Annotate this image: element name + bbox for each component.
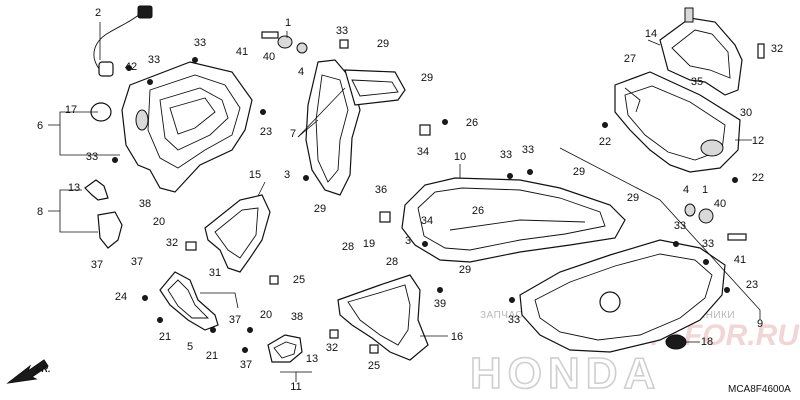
callout-33: 33 xyxy=(500,149,512,161)
front-direction-arrow: FR. xyxy=(6,359,51,384)
part-left-bracket xyxy=(204,194,271,273)
callout-29: 29 xyxy=(573,166,585,178)
callout-41: 41 xyxy=(734,254,746,266)
callout-32: 32 xyxy=(326,342,338,354)
part-center-cowl xyxy=(401,177,626,263)
callout-37: 37 xyxy=(91,259,103,271)
callout-33: 33 xyxy=(522,144,534,156)
callout-41: 41 xyxy=(236,46,248,58)
callout-31: 31 xyxy=(209,267,221,279)
callout-13: 13 xyxy=(68,182,80,194)
callout-28: 28 xyxy=(386,256,398,268)
part-small-bracket xyxy=(84,179,123,249)
callout-18: 18 xyxy=(701,336,713,348)
callout-26: 26 xyxy=(466,117,478,129)
callout-29: 29 xyxy=(377,38,389,50)
part-lower-cover xyxy=(519,239,726,353)
callout-23: 23 xyxy=(746,279,758,291)
callout-15: 15 xyxy=(249,169,261,181)
callout-24: 24 xyxy=(115,291,127,303)
callout-29: 29 xyxy=(459,264,471,276)
callout-9: 9 xyxy=(757,318,763,330)
callout-30: 30 xyxy=(740,107,752,119)
callout-25: 25 xyxy=(368,360,380,372)
callout-37: 37 xyxy=(240,359,252,371)
callout-33: 33 xyxy=(148,54,160,66)
diagram-code: MCA8F4600A xyxy=(728,384,791,395)
watermark-logo: HONDA xyxy=(470,349,661,398)
callout-4: 4 xyxy=(298,66,304,78)
callout-22: 22 xyxy=(752,172,764,184)
callout-39: 39 xyxy=(434,298,446,310)
callout-3: 3 xyxy=(284,169,290,181)
callout-1: 1 xyxy=(702,184,708,196)
callout-13: 13 xyxy=(306,353,318,365)
callout-28: 28 xyxy=(342,241,354,253)
part-left-inner-panel xyxy=(121,61,253,193)
hardware xyxy=(112,31,765,354)
part-right-cowl xyxy=(614,71,741,173)
callout-32: 32 xyxy=(771,43,783,55)
callout-34: 34 xyxy=(417,146,429,158)
callout-33: 33 xyxy=(674,220,686,232)
callout-40: 40 xyxy=(263,51,275,63)
part-upper-bracket xyxy=(659,7,743,96)
callout-32: 32 xyxy=(166,237,178,249)
callout-33: 33 xyxy=(86,151,98,163)
callout-17: 17 xyxy=(65,104,77,116)
callout-20: 20 xyxy=(153,216,165,228)
callout-33: 33 xyxy=(508,314,520,326)
callout-27: 27 xyxy=(624,53,636,65)
callout-33: 33 xyxy=(194,37,206,49)
callout-21: 21 xyxy=(159,331,171,343)
callout-2: 2 xyxy=(95,7,101,19)
callout-16: 16 xyxy=(451,331,463,343)
callout-21: 21 xyxy=(206,350,218,362)
part-cable-switch xyxy=(93,5,153,77)
callout-33: 33 xyxy=(702,238,714,250)
leader-lines xyxy=(48,22,761,382)
callout-1: 1 xyxy=(285,17,291,29)
callout-38: 38 xyxy=(291,311,303,323)
callout-7: 7 xyxy=(290,128,296,140)
callout-29: 29 xyxy=(627,192,639,204)
part-side-lamp xyxy=(267,334,303,363)
callout-33: 33 xyxy=(336,25,348,37)
callout-42: 42 xyxy=(125,61,137,73)
callout-3: 3 xyxy=(405,235,411,247)
callout-22: 22 xyxy=(599,136,611,148)
part-lower-center-panel xyxy=(337,274,429,361)
callout-29: 29 xyxy=(314,203,326,215)
part-left-lower-panel xyxy=(159,271,219,331)
callout-23: 23 xyxy=(260,126,272,138)
callout-8: 8 xyxy=(37,206,43,218)
callout-38: 38 xyxy=(139,198,151,210)
callout-5: 5 xyxy=(187,341,193,353)
callout-40: 40 xyxy=(714,198,726,210)
direction-label: FR. xyxy=(36,364,51,374)
callout-11: 11 xyxy=(290,381,301,393)
callout-35: 35 xyxy=(691,76,703,88)
callout-26: 26 xyxy=(472,205,484,217)
callout-37: 37 xyxy=(229,314,241,326)
part-inner-frame xyxy=(305,59,406,196)
callout-19: 19 xyxy=(363,238,375,250)
callout-34: 34 xyxy=(421,215,433,227)
callout-29: 29 xyxy=(421,72,433,84)
callout-6: 6 xyxy=(37,120,43,132)
callout-14: 14 xyxy=(645,28,657,40)
callout-36: 36 xyxy=(375,184,387,196)
callout-25: 25 xyxy=(293,274,305,286)
callout-10: 10 xyxy=(454,151,466,163)
callout-12: 12 xyxy=(752,135,764,147)
callout-20: 20 xyxy=(260,309,272,321)
callout-4: 4 xyxy=(683,184,689,196)
callout-37: 37 xyxy=(131,256,143,268)
